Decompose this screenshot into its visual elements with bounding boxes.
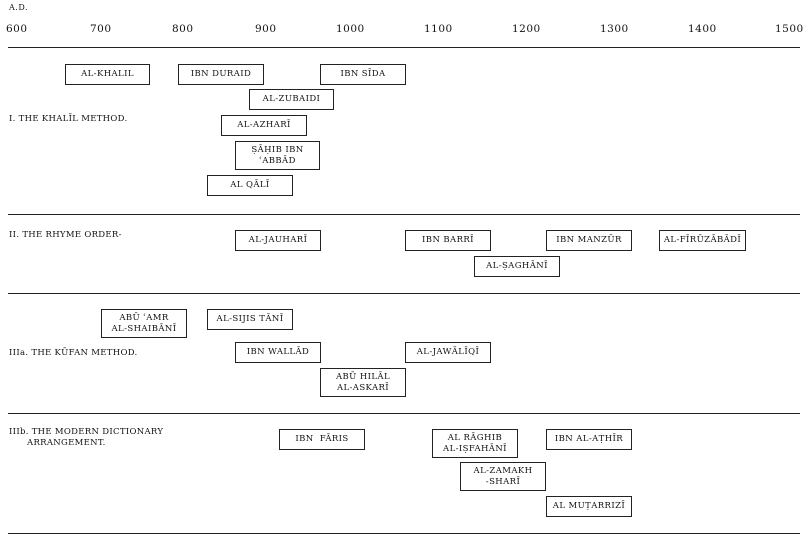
year-label-600: 600 — [6, 23, 28, 35]
lexicographer-box-abu-amr-al-shaibani: ABŪ ʿAMR AL-SHAIBĀNĪ — [101, 309, 187, 338]
lexicographer-box-al-raghib-al-isfahani: AL RĀGHIB AL-IṢFAHĀNĪ — [432, 429, 518, 458]
lexicographer-box-al-qali: AL QĀLĪ — [207, 175, 293, 196]
lexicographer-box-ibn-wallad: IBN WALLĀD — [235, 342, 321, 363]
section-label-rhyme-order: II. THE RHYME ORDER- — [9, 230, 122, 240]
lexicographer-box-al-jawaliqi: AL-JAWĀLĪQĪ — [405, 342, 491, 363]
section-divider — [8, 293, 800, 294]
lexicographer-box-ibn-duraid: IBN DURAID — [178, 64, 264, 85]
lexicographer-box-al-mutarrizi: AL MUṬARRIZĪ — [546, 496, 632, 517]
year-label-900: 900 — [255, 23, 277, 35]
year-label-1500: 1500 — [775, 23, 804, 35]
lexicographer-box-ibn-manzur: IBN MANZŪR — [546, 230, 632, 251]
lexicographer-box-ibn-al-athir: IBN AL-AṬHĪR — [546, 429, 632, 450]
lexicographer-box-al-khalil: AL-KHALIL — [65, 64, 150, 85]
lexicographer-box-al-sijistani: AL-SIJIS TĀNĪ — [207, 309, 293, 330]
lexicographer-box-abu-hilal-al-askari: ABŪ HILĀL AL-ASKARĪ — [320, 368, 406, 397]
lexicographer-box-al-zubaidi: AL-ZUBAIDI — [249, 89, 334, 110]
lexicographer-box-ibn-barri: IBN BARRĪ — [405, 230, 491, 251]
lexicographer-box-al-saghani: AL-ṢAGHĀNĪ — [474, 256, 560, 277]
year-label-1100: 1100 — [424, 23, 453, 35]
lexicographer-box-al-firuzabadi: AL-FĪRŪZĀBĀDĪ — [659, 230, 746, 251]
footer-rule — [8, 533, 800, 534]
year-label-1400: 1400 — [688, 23, 717, 35]
section-divider — [8, 413, 800, 414]
year-label-700: 700 — [90, 23, 112, 35]
lexicographer-box-al-jauhari: AL-JAUHARĪ — [235, 230, 321, 251]
lexicographer-box-sahib-ibn-abbad: ṢĀḤIB IBN ʿABBĀD — [235, 141, 320, 170]
section-label-khalil-method: I. THE KHALĪL METHOD. — [9, 114, 128, 124]
section-divider — [8, 214, 800, 215]
year-label-1000: 1000 — [336, 23, 365, 35]
lexicographer-box-ibn-sida: IBN SĪDA — [320, 64, 406, 85]
year-label-1300: 1300 — [600, 23, 629, 35]
year-label-1200: 1200 — [512, 23, 541, 35]
lexicographer-box-al-azhari: AL-AZHARĪ — [221, 115, 307, 136]
lexicographer-box-ibn-faris: IBN FĀRIS — [279, 429, 365, 450]
header-rule — [8, 47, 800, 48]
era-label: A.D. — [9, 3, 28, 12]
lexicographer-box-al-zamakhshari: AL-ZAMAKH -SHARĪ — [460, 462, 546, 491]
year-label-800: 800 — [172, 23, 194, 35]
section-label-modern-dictionary: IIIb. THE MODERN DICTIONARY ARRANGEMENT. — [9, 427, 164, 448]
section-label-kufan-method: IIIa. THE KŪFAN METHOD. — [9, 348, 138, 358]
